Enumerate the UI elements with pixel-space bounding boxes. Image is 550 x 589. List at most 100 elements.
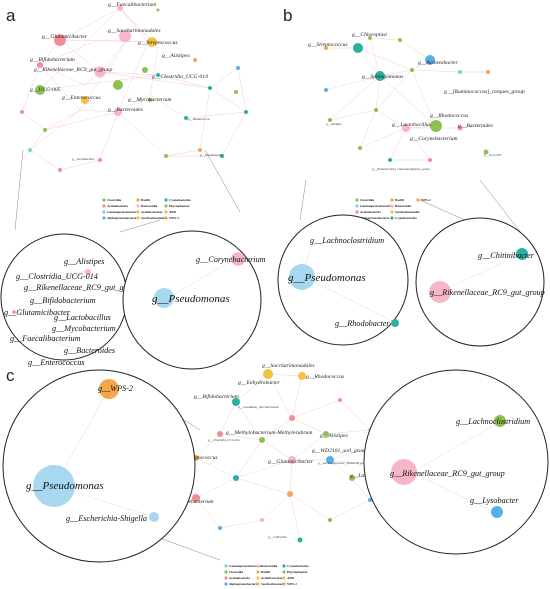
node-mycobacterium: [148, 98, 152, 102]
zoom-circle: [277, 214, 409, 346]
node: [156, 8, 160, 12]
node-rikenellaceae: [94, 66, 106, 78]
node-lachnospiraceae: [349, 475, 355, 481]
node-saccharimonadales: [263, 369, 273, 379]
node-lachnoclostridium: [494, 415, 506, 427]
node: [234, 90, 238, 94]
legend-label: Alphaproteobacteria: [229, 582, 259, 586]
label: g__Clostridia_UCG-014: [208, 438, 240, 442]
legend-label: Bacteroidia: [261, 564, 278, 568]
label-bacteroides: g__Bacteroides: [108, 107, 143, 113]
zoom-label: g__Clostridia_UCG-014: [16, 272, 98, 281]
legend-label: Bacilli: [395, 198, 404, 202]
legend-swatch: [355, 210, 359, 214]
network-labels-b: g__Streptococcus g__Chloroplast g__Sphin…: [308, 32, 525, 171]
node: [324, 88, 328, 92]
node: [244, 110, 248, 114]
label: g__Collinsella: [268, 535, 287, 539]
node: [98, 158, 102, 162]
label: g__Chloroplast: [352, 32, 387, 38]
legend-label: Actinobacteria: [107, 204, 128, 208]
label: g__Alistipes: [320, 433, 348, 439]
node: [458, 70, 462, 74]
legend-swatch: [390, 216, 394, 220]
legend-label: Alphaproteobacteria: [360, 216, 390, 220]
legend-label: WPS-2: [421, 198, 431, 202]
legend-swatch: [224, 564, 228, 568]
network-nodes-b: [324, 36, 490, 162]
legend-swatch: [282, 570, 286, 574]
node: [328, 518, 332, 522]
legend-swatch: [136, 204, 140, 208]
node-bifidobacterium: [37, 62, 43, 68]
label-glutamicibacter: g__Glutamicibacter: [42, 34, 88, 40]
node-faecalibacterium: [117, 5, 123, 11]
node-pseudomonas: [289, 264, 315, 290]
node-lysobacter: [491, 506, 503, 518]
legend-swatch: [282, 582, 286, 586]
zoom-circle: [415, 217, 545, 347]
node-chitinibacter: [516, 248, 528, 260]
label: g__[Eubacterium]_coprostanoligenes_group: [372, 167, 430, 171]
label-pseudomonas: g__Pseudomonas: [200, 153, 223, 157]
legend-swatch: [416, 198, 420, 202]
legend-label: WPS-2: [287, 582, 297, 586]
node-pseudomonas: [154, 288, 174, 308]
legend-swatch: [164, 204, 168, 208]
label-clostridia-ucg014: g__Clostridia_UCG-014: [152, 74, 208, 80]
node-bifidobacterium: [217, 431, 223, 437]
label: g__Saccharimonadales: [262, 363, 315, 369]
label-lactobacillus: g__Lactobacillus: [72, 157, 95, 161]
node-alistipes: [142, 67, 148, 73]
label: g__Corynebacterium: [166, 499, 214, 505]
node-chloroplast: [353, 43, 363, 53]
zoom-left-b: g__Lachnoclostridium g__Pseudomonas g__R…: [277, 214, 409, 346]
node: [358, 146, 362, 150]
zoom-label: g__Pseudomonas: [288, 272, 366, 284]
legend-label: Alphaproteobacteria: [107, 216, 137, 220]
label: g__Candidatus_Saccharimonas: [238, 405, 279, 409]
legend-swatch: [355, 198, 359, 202]
node: [193, 58, 197, 62]
zoom-right-a: g__Corynebacterium g__Pseudomonas: [122, 230, 266, 370]
node: [220, 154, 224, 158]
label: g__[Ruminococcus]_torques_group: [444, 89, 525, 95]
panel-label-a: a: [6, 6, 16, 25]
node: [388, 158, 392, 162]
legend-swatch: [256, 576, 260, 580]
legend-c: Gammaproteobacteria Bacteroidia Cyanobac…: [224, 564, 309, 586]
node: [287, 491, 293, 497]
legend-label: Acidobacteriae: [261, 576, 283, 580]
zoom-label: g__Rikenellaceae_RC9_gut_group: [24, 283, 139, 292]
node: [208, 86, 212, 90]
node-escherichia: [149, 512, 159, 522]
zoom-label: g__Bacteroides: [64, 346, 115, 355]
node-streptococcus: [147, 37, 157, 47]
zoom-label: g__Escherichia-Shigella: [66, 514, 147, 523]
legend-swatch: [390, 204, 394, 208]
legend-swatch: [164, 210, 168, 214]
panel-c: c: [2, 363, 549, 586]
node-enterococcus: [113, 80, 123, 90]
node: [233, 475, 239, 481]
zoom-label: g__Rikenellaceae_RC9_gut_group: [390, 469, 505, 478]
legend-swatch: [282, 576, 286, 580]
node-alistipes: [323, 431, 329, 437]
node: [374, 108, 378, 112]
legend-swatch: [164, 216, 168, 220]
legend-swatch: [224, 576, 228, 580]
zoom-label: g__Faecalibacterium: [10, 334, 81, 343]
label: g__Rhodococcus: [306, 374, 344, 380]
node-bacteroides: [457, 125, 463, 131]
zoom-label: g__Pseudomonas: [152, 293, 230, 305]
legend-b: Clostridia Bacilli WPS-2 Gammaproteobact…: [355, 198, 431, 220]
legend-swatch: [256, 570, 260, 574]
legend-swatch: [390, 210, 394, 214]
node-bacteroides: [114, 108, 122, 116]
node-sphingomonas: [375, 71, 385, 81]
network-nodes-a: [20, 5, 248, 172]
legend-label: ABD: [287, 576, 295, 580]
legend-a: Clostridia Bacilli Cyanobacteriia Actino…: [102, 198, 191, 220]
panel-a: a: [0, 2, 266, 370]
